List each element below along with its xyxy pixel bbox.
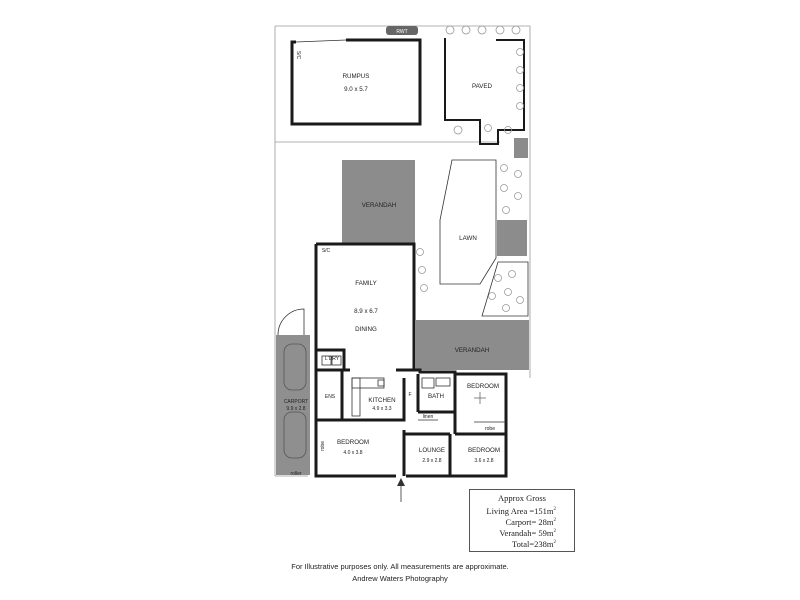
side-planter	[514, 138, 528, 158]
carport-label: CARPORT	[284, 399, 308, 405]
legend-title: Approx Gross	[498, 493, 546, 503]
lawn-area: LAWN	[439, 159, 529, 317]
disclaimer-text: For Illustrative purposes only. All meas…	[291, 562, 509, 571]
bedroom-2-label: BEDROOM	[468, 447, 500, 454]
robe-label: robe	[485, 426, 495, 432]
house-walls	[314, 242, 508, 478]
photographer-credit: Andrew Waters Photography	[352, 574, 448, 583]
side-strip	[497, 220, 527, 256]
family-dimensions: 8.9 x 6.7	[354, 308, 378, 315]
paved-area: PAVED	[444, 38, 525, 145]
ensuite-label: ENS	[325, 394, 336, 400]
lounge-label: LOUNGE	[419, 447, 445, 454]
kitchen-bench	[351, 377, 385, 417]
verandah-right: VERANDAH	[416, 320, 529, 370]
legend-verandah-row: Verandah= 59m2	[499, 528, 556, 538]
carport: CARPORT 9.9 x 2.8 roller	[276, 308, 310, 477]
sc-label: S/C	[322, 248, 331, 254]
carport-dimensions: 9.9 x 2.8	[286, 406, 305, 412]
ceiling-fan-icon	[474, 392, 486, 404]
property-boundary	[274, 25, 531, 477]
garden-shrubs	[416, 25, 524, 312]
lounge-dimensions: 2.9 x 2.8	[422, 458, 441, 464]
robe-main-label: robe	[320, 441, 326, 451]
bath-vanity	[421, 377, 435, 389]
paved-label: PAVED	[472, 83, 493, 90]
rwt-label: RWT	[396, 29, 407, 35]
dining-label: DINING	[355, 326, 377, 333]
laundry-tub	[321, 355, 332, 366]
kitchen-dimensions: 4.9 x 3.3	[372, 406, 391, 412]
kitchen-label: KITCHEN	[368, 397, 395, 404]
rainwater-tank: RWT	[386, 26, 418, 35]
linen-label: linen	[423, 414, 434, 420]
fridge-label: F	[408, 392, 411, 398]
rumpus-dimensions: 9.0 x 5.7	[344, 86, 368, 93]
laundry-label: L'DRY	[325, 356, 340, 362]
main-bedroom-dimensions: 4.0 x 3.8	[343, 450, 362, 456]
area-legend: Approx Gross Living Area =151m2 Carport=…	[469, 489, 575, 552]
verandah-right-label: VERANDAH	[455, 347, 489, 354]
roller-label: roller	[290, 471, 301, 477]
rumpus-room: S/C RUMPUS 9.0 x 5.7	[290, 38, 422, 126]
main-bedroom-label: BEDROOM	[337, 439, 369, 446]
legend-carport-row: Carport= 28m2	[505, 517, 557, 527]
verandah-top-label: VERANDAH	[362, 202, 396, 209]
rumpus-label: RUMPUS	[343, 73, 370, 80]
laundry-machine	[331, 355, 342, 366]
lawn-label: LAWN	[459, 235, 477, 242]
svg-text:S/C: S/C	[295, 51, 301, 60]
entry-arrow-icon	[397, 478, 405, 502]
bath-tub	[435, 377, 451, 387]
legend-living-row: Living Area =151m2	[486, 506, 556, 516]
bath-label: BATH	[428, 393, 444, 400]
family-label: FAMILY	[355, 280, 377, 287]
bedroom-label: BEDROOM	[467, 383, 499, 390]
legend-total-row: Total=238m2	[512, 539, 556, 549]
verandah-top: VERANDAH	[342, 160, 415, 244]
bedroom-2-dimensions: 3.6 x 2.8	[474, 458, 493, 464]
